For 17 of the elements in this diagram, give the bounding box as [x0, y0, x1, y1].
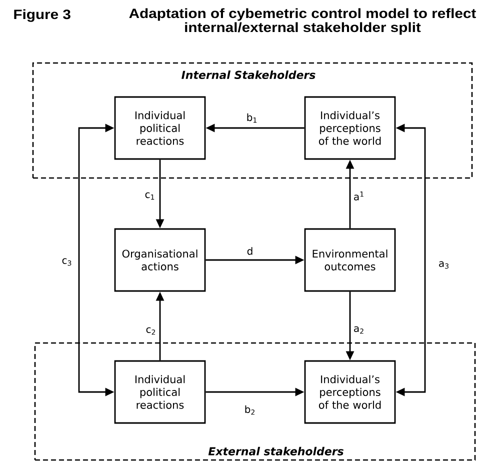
edge-label: c$_{2}$ — [144, 326, 158, 336]
figure-number: Figure 3 — [14, 9, 70, 22]
edge-label: a$_{3}$ — [437, 260, 451, 270]
edge-label: a$^{1}$ — [352, 190, 366, 202]
process-box: Individual’s perceptions of the world — [304, 96, 396, 160]
process-box: Environmental outcomes — [304, 228, 396, 292]
title: Adaptation of cybemetric control model to reflect internal/external stakeholder split — [129, 8, 476, 35]
edge-label: c$_{1}$ — [144, 191, 156, 201]
edge-label: b$_{2}$ — [243, 404, 257, 416]
edge-label: a$_{2}$ — [352, 325, 366, 335]
edge-label: b$_{1}$ — [245, 112, 259, 124]
process-box: Individual’s perceptions of the world — [304, 360, 396, 424]
edge-label: c$_{3}$ — [60, 257, 74, 267]
process-box: Individual political reactions — [114, 360, 206, 424]
edge-label: d — [246, 246, 254, 256]
process-box: Organisational actions — [114, 228, 206, 292]
process-box: Individual political reactions — [114, 96, 206, 160]
